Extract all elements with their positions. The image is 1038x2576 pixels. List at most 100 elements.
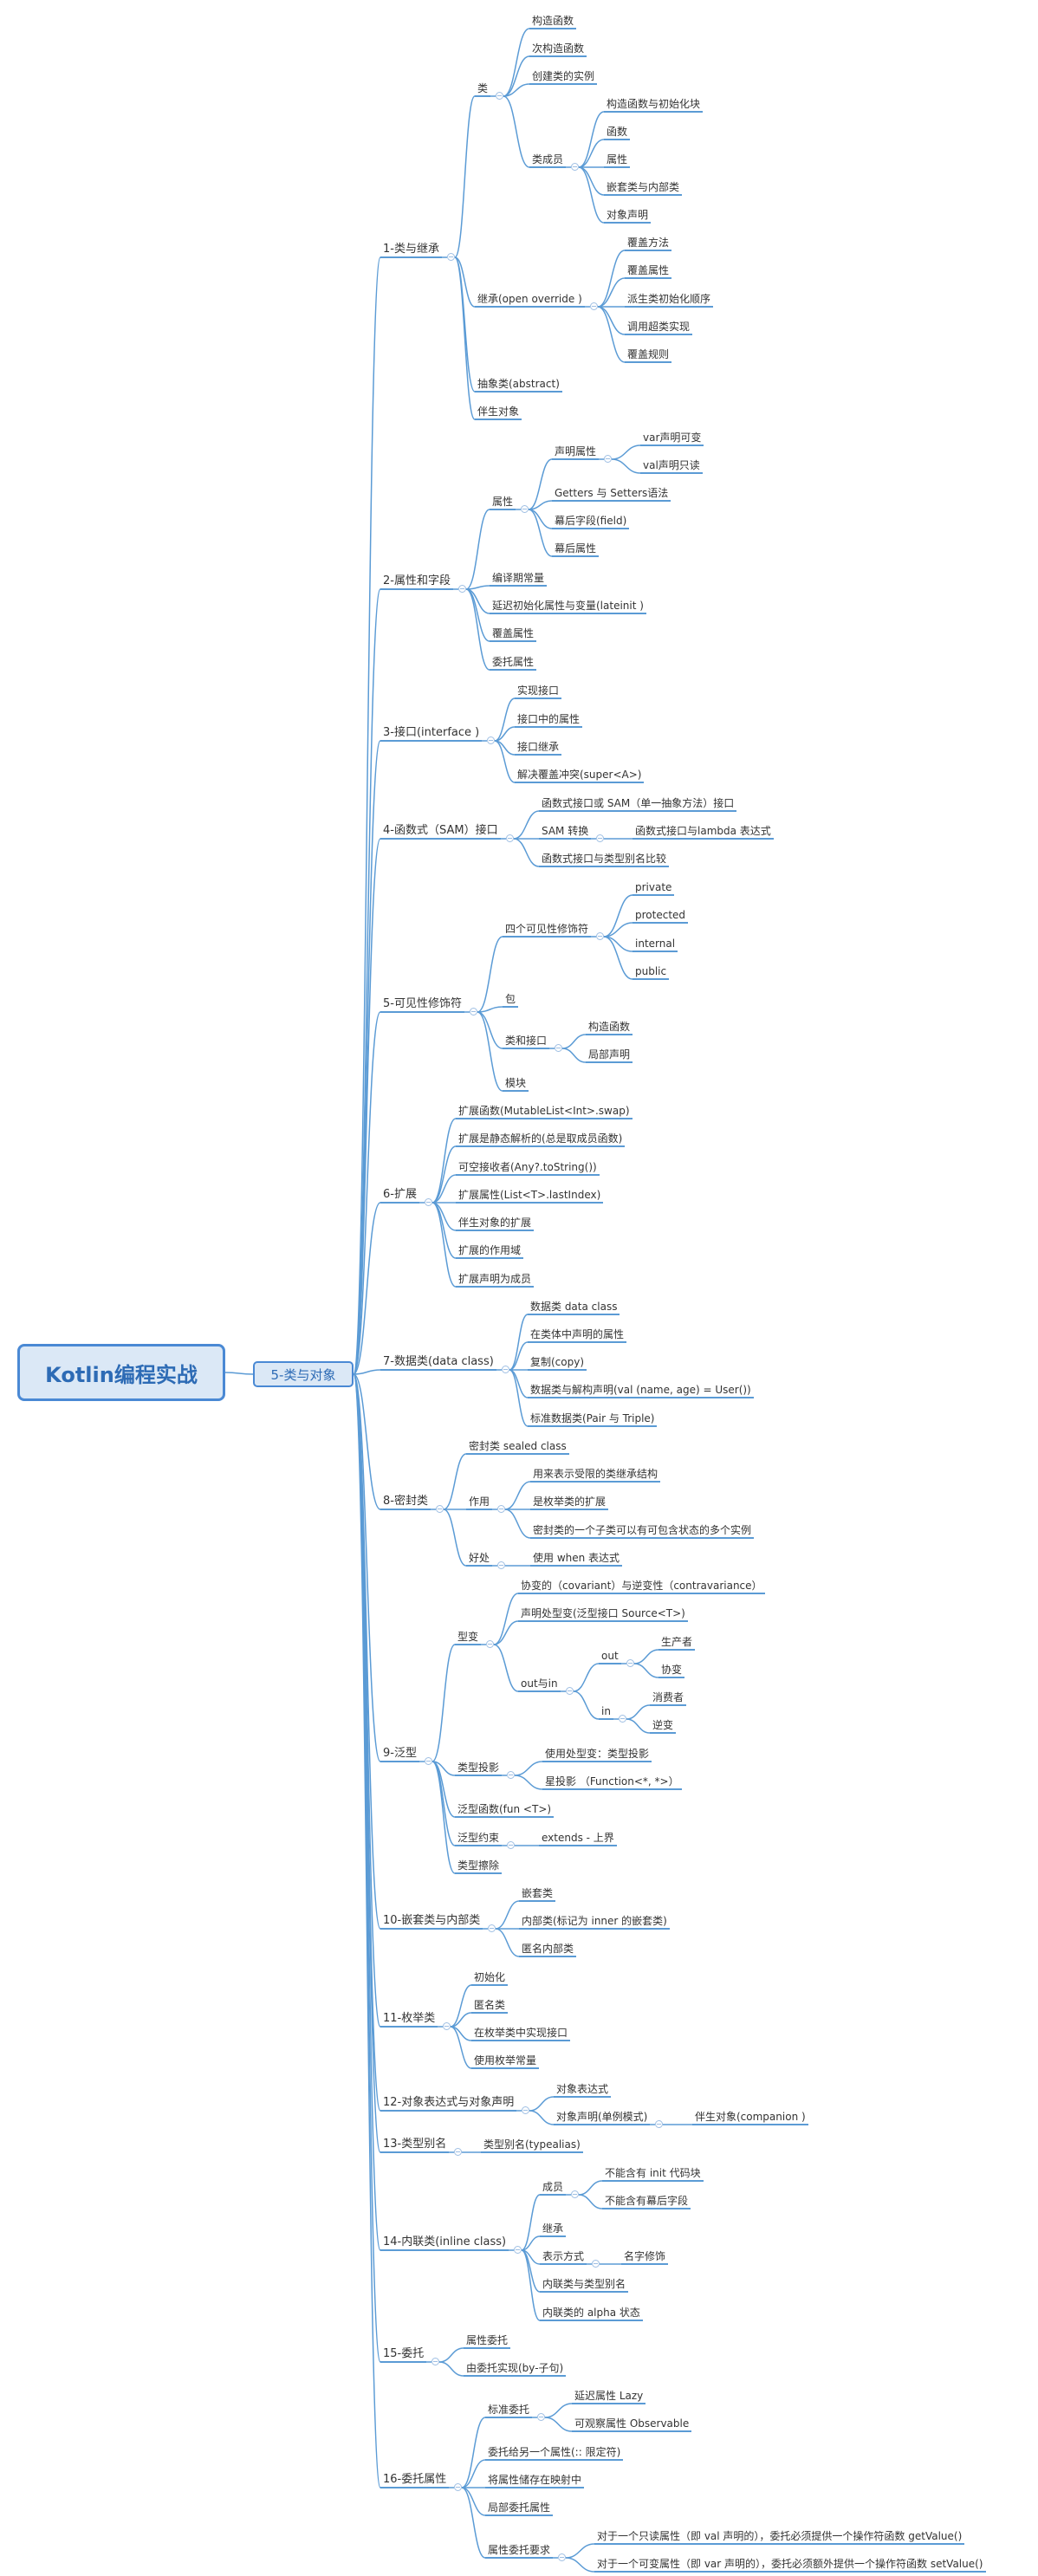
topic-n11a[interactable]: 初始化 xyxy=(471,1970,509,1986)
topic-n12b[interactable]: 对象声明(单例模式) xyxy=(554,2110,651,2125)
topic-n16a2-observable[interactable]: 可观察属性 Observable xyxy=(572,2417,692,2432)
topic-n9a[interactable]: 型变 xyxy=(455,1630,482,1645)
topic-n11c[interactable]: 在枚举类中实现接口 xyxy=(471,2026,571,2041)
collapse-toggle-icon[interactable] xyxy=(558,2553,566,2561)
topic-n1d[interactable]: 伴生对象 xyxy=(475,405,522,420)
topic-n8c1-when[interactable]: 使用 when 表达式 xyxy=(530,1551,623,1567)
topic-n14-14-inline-class[interactable]: 14-内联类(inline class) xyxy=(380,2235,509,2251)
collapse-toggle-icon[interactable] xyxy=(454,2483,462,2491)
topic-n7-7-data-class[interactable]: 7-数据类(data class) xyxy=(380,1355,496,1371)
topic-n14c1[interactable]: 名字修饰 xyxy=(621,2249,669,2265)
topic-n9-9[interactable]: 9-泛型 xyxy=(380,1747,419,1762)
topic-n8b2[interactable]: 是枚举类的扩展 xyxy=(530,1495,609,1510)
topic-n1a2[interactable]: 次构造函数 xyxy=(529,42,587,57)
topic-n15b-by[interactable]: 由委托实现(by-子句) xyxy=(464,2361,567,2377)
topic-n9b[interactable]: 类型投影 xyxy=(455,1761,503,1776)
topic-n6f[interactable]: 扩展的作用域 xyxy=(456,1243,524,1259)
topic-n5d[interactable]: 模块 xyxy=(503,1076,529,1092)
topic-n12a[interactable]: 对象表达式 xyxy=(554,2082,612,2098)
topic-n16-16[interactable]: 16-委托属性 xyxy=(380,2473,450,2488)
topic-n9a3a2[interactable]: 协变 xyxy=(658,1663,685,1678)
topic-n9d[interactable]: 泛型约束 xyxy=(455,1831,503,1846)
collapse-toggle-icon[interactable] xyxy=(431,2358,439,2365)
topic-n6d-list-t-lastindex[interactable]: 扩展属性(List<T>.lastIndex) xyxy=(456,1188,604,1204)
collapse-toggle-icon[interactable] xyxy=(566,1687,574,1695)
topic-n11b[interactable]: 匿名类 xyxy=(471,1998,509,2014)
topic-n1a1[interactable]: 构造函数 xyxy=(529,14,577,29)
topic-n9a3-out-in[interactable]: out与in xyxy=(518,1677,561,1692)
topic-n14a2[interactable]: 不能含有幕后字段 xyxy=(602,2194,691,2209)
topic-n9a3a1[interactable]: 生产者 xyxy=(658,1635,696,1651)
topic-n9e[interactable]: 类型擦除 xyxy=(455,1859,503,1874)
collapse-toggle-icon[interactable] xyxy=(496,92,503,100)
topic-n6a-mutablelist-int-swap[interactable]: 扩展函数(MutableList<Int>.swap) xyxy=(456,1104,633,1119)
topic-n1c-abstract[interactable]: 抽象类(abstract) xyxy=(475,377,562,393)
topic-n1-1[interactable]: 1-类与继承 xyxy=(380,243,442,258)
topic-n10b-inner[interactable]: 内部类(标记为 inner 的嵌套类) xyxy=(519,1914,670,1930)
collapse-toggle-icon[interactable] xyxy=(458,585,466,593)
topic-n11d[interactable]: 使用枚举常量 xyxy=(471,2054,540,2069)
collapse-toggle-icon[interactable] xyxy=(619,1715,626,1723)
topic-n1a4b[interactable]: 函数 xyxy=(604,125,631,140)
topic-n2a1b-val[interactable]: val声明只读 xyxy=(640,458,703,474)
topic-n12-12[interactable]: 12-对象表达式与对象声明 xyxy=(380,2096,517,2112)
topic-n7e-pair-triple[interactable]: 标准数据类(Pair 与 Triple) xyxy=(528,1411,658,1427)
topic-n5c[interactable]: 类和接口 xyxy=(503,1034,550,1049)
root-topic[interactable]: Kotlin编程实战 xyxy=(17,1344,225,1401)
topic-n16c[interactable]: 将属性储存在映射中 xyxy=(485,2473,585,2488)
topic-n9a2-source-t[interactable]: 声明处型变(泛型接口 Source<T>) xyxy=(518,1606,688,1622)
topic-n8b3[interactable]: 密封类的一个子类可以有可包含状态的多个实例 xyxy=(530,1523,755,1539)
topic-n8b1[interactable]: 用来表示受限的类继承结构 xyxy=(530,1467,661,1483)
collapse-toggle-icon[interactable] xyxy=(425,1198,432,1206)
topic-n5a1-private[interactable]: private xyxy=(633,880,675,896)
collapse-toggle-icon[interactable] xyxy=(590,302,598,310)
collapse-toggle-icon[interactable] xyxy=(537,2413,545,2421)
topic-n1a3[interactable]: 创建类的实例 xyxy=(529,69,598,85)
topic-n1a4e[interactable]: 对象声明 xyxy=(604,208,652,224)
topic-n6b[interactable]: 扩展是静态解析的(总是取成员函数) xyxy=(456,1132,626,1147)
collapse-toggle-icon[interactable] xyxy=(470,1008,477,1015)
topic-n2c-lateinit[interactable]: 延迟初始化属性与变量(lateinit ) xyxy=(490,599,646,614)
topic-n1a4a[interactable]: 构造函数与初始化块 xyxy=(604,97,704,113)
topic-n9a3b1[interactable]: 消费者 xyxy=(650,1690,687,1706)
topic-n10-10[interactable]: 10-嵌套类与内部类 xyxy=(380,1914,483,1930)
collapse-toggle-icon[interactable] xyxy=(592,2260,600,2268)
topic-n5a4-public[interactable]: public xyxy=(633,964,670,980)
topic-n2e[interactable]: 委托属性 xyxy=(490,655,537,671)
topic-n16a1-lazy[interactable]: 延迟属性 Lazy xyxy=(572,2389,646,2404)
chapter-topic[interactable]: 5-类与对象 xyxy=(253,1361,354,1387)
topic-n2a1[interactable]: 声明属性 xyxy=(552,444,600,460)
collapse-toggle-icon[interactable] xyxy=(497,1505,505,1513)
topic-n3-3-interface[interactable]: 3-接口(interface ) xyxy=(380,726,483,742)
topic-n2a1a-var[interactable]: var声明可变 xyxy=(640,431,704,446)
topic-n3d-super-a[interactable]: 解决覆盖冲突(super<A>) xyxy=(515,768,645,783)
topic-n14a[interactable]: 成员 xyxy=(540,2180,567,2196)
topic-n2d[interactable]: 覆盖属性 xyxy=(490,626,537,642)
topic-n8a-sealed-class[interactable]: 密封类 sealed class xyxy=(466,1439,569,1455)
topic-n8-8[interactable]: 8-密封类 xyxy=(380,1495,431,1510)
collapse-toggle-icon[interactable] xyxy=(502,1366,509,1373)
topic-n14a1-init[interactable]: 不能含有 init 代码块 xyxy=(602,2166,704,2182)
collapse-toggle-icon[interactable] xyxy=(497,1561,505,1569)
topic-n9b2-function[interactable]: 星投影 （Function<*, *>） xyxy=(542,1775,682,1790)
topic-n9c-fun-t[interactable]: 泛型函数(fun <T>) xyxy=(455,1802,555,1818)
collapse-toggle-icon[interactable] xyxy=(596,932,604,940)
topic-n3a[interactable]: 实现接口 xyxy=(515,684,562,699)
topic-n13a-typealias[interactable]: 类型别名(typealias) xyxy=(481,2138,583,2153)
topic-n9a1-covariant-contravariance[interactable]: 协变的（covariant）与逆变性（contravariance） xyxy=(518,1579,765,1594)
topic-n6e[interactable]: 伴生对象的扩展 xyxy=(456,1216,535,1231)
collapse-toggle-icon[interactable] xyxy=(488,1924,496,1932)
topic-n2-2[interactable]: 2-属性和字段 xyxy=(380,574,453,590)
topic-n1a4[interactable]: 类成员 xyxy=(529,152,567,168)
topic-n5b[interactable]: 包 xyxy=(503,992,519,1008)
topic-n2a4[interactable]: 幕后属性 xyxy=(552,542,600,557)
topic-n15-15[interactable]: 15-委托 xyxy=(380,2347,427,2363)
topic-n7b[interactable]: 在类体中声明的属性 xyxy=(528,1327,627,1343)
topic-n16e[interactable]: 属性委托要求 xyxy=(485,2543,554,2559)
topic-n3b[interactable]: 接口中的属性 xyxy=(515,712,583,728)
topic-n5c2[interactable]: 局部声明 xyxy=(586,1048,633,1063)
collapse-toggle-icon[interactable] xyxy=(487,736,495,744)
topic-n6g[interactable]: 扩展声明为成员 xyxy=(456,1272,535,1288)
topic-n16a[interactable]: 标准委托 xyxy=(485,2403,533,2418)
topic-n8b[interactable]: 作用 xyxy=(466,1495,493,1510)
